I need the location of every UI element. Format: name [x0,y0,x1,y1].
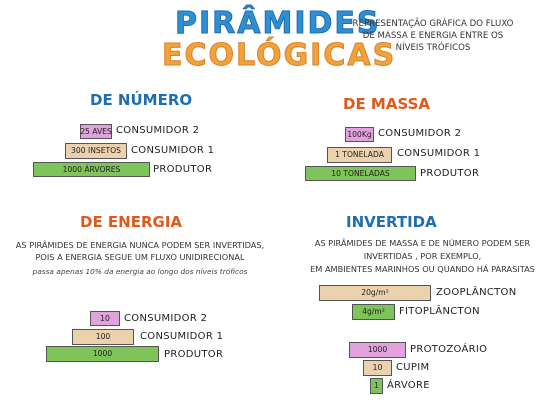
invertida-note-line1: AS PIRÂMIDES DE MASSA E DE NÚMERO PODEM … [314,238,531,248]
numero-label-consumidor2: CONSUMIDOR 2 [116,125,200,136]
page-description: REPRESENTAÇÃO GRÁFICA DO FLUXO DE MASSA … [352,19,514,53]
energia-note-line3: passa apenas 10% da energia ao longo dos… [32,267,248,276]
section-heading-massa: DE MASSA [343,95,430,113]
page-title-line1: PIRÂMIDES [175,6,381,42]
numero-level-produtor: 1000 ÁRVORES [33,162,150,177]
invertida-level-protozoario: 1000 [349,342,406,358]
numero-level-consumidor1: 300 INSETOS [65,143,127,159]
invertida-label-zooplancton: ZOOPLÂNCTON [436,287,517,298]
section-heading-numero: DE NÚMERO [90,91,193,109]
massa-label-consumidor1: CONSUMIDOR 1 [397,148,481,159]
energia-label-consumidor2: CONSUMIDOR 2 [124,313,208,324]
invertida-level-cupim: 10 [363,360,392,376]
energia-note-line1: AS PIRÂMIDES DE ENERGIA NUNCA PODEM SER … [15,240,265,250]
massa-level-consumidor1: 1 TONELADA [327,147,392,163]
invertida-label-cupim: CUPIM [396,362,430,373]
numero-label-produtor: PRODUTOR [153,164,213,175]
energia-level-consumidor1: 100 [72,329,134,345]
numero-level-consumidor2: 25 AVES [80,124,112,139]
invertida-level-zooplancton: 20g/m² [319,285,431,301]
energia-label-consumidor1: CONSUMIDOR 1 [140,331,224,342]
energia-label-produtor: PRODUTOR [164,349,224,360]
numero-label-consumidor1: CONSUMIDOR 1 [131,145,215,156]
section-heading-invertida: INVERTIDA [346,213,437,231]
energia-note-line2: POIS A ENERGIA SEGUE UM FLUXO UNIDIRECIO… [35,252,245,262]
invertida-level-arvore: 1 [370,378,383,394]
section-heading-energia: DE ENERGIA [80,213,183,231]
invertida-label-arvore: ÁRVORE [387,380,430,391]
massa-label-consumidor2: CONSUMIDOR 2 [378,128,462,139]
invertida-note-line3: EM AMBIENTES MARINHOS OU QUANDO HÁ PARAS… [310,264,535,274]
massa-label-produtor: PRODUTOR [420,168,480,179]
energia-level-consumidor2: 10 [90,311,120,326]
invertida-level-fitoplancton: 4g/m² [352,304,395,320]
invertida-note-line2: INVERTIDAS , POR EXEMPLO, [363,251,482,261]
invertida-label-protozoario: PROTOZOÁRIO [410,344,488,355]
massa-level-consumidor2: 100Kg [345,127,374,142]
energia-level-produtor: 1000 [46,346,159,362]
page-title-line2: ECOLÓGICAS [161,38,397,74]
massa-level-produtor: 10 TONELADAS [305,166,416,181]
invertida-label-fitoplancton: FITOPLÂNCTON [399,306,480,317]
